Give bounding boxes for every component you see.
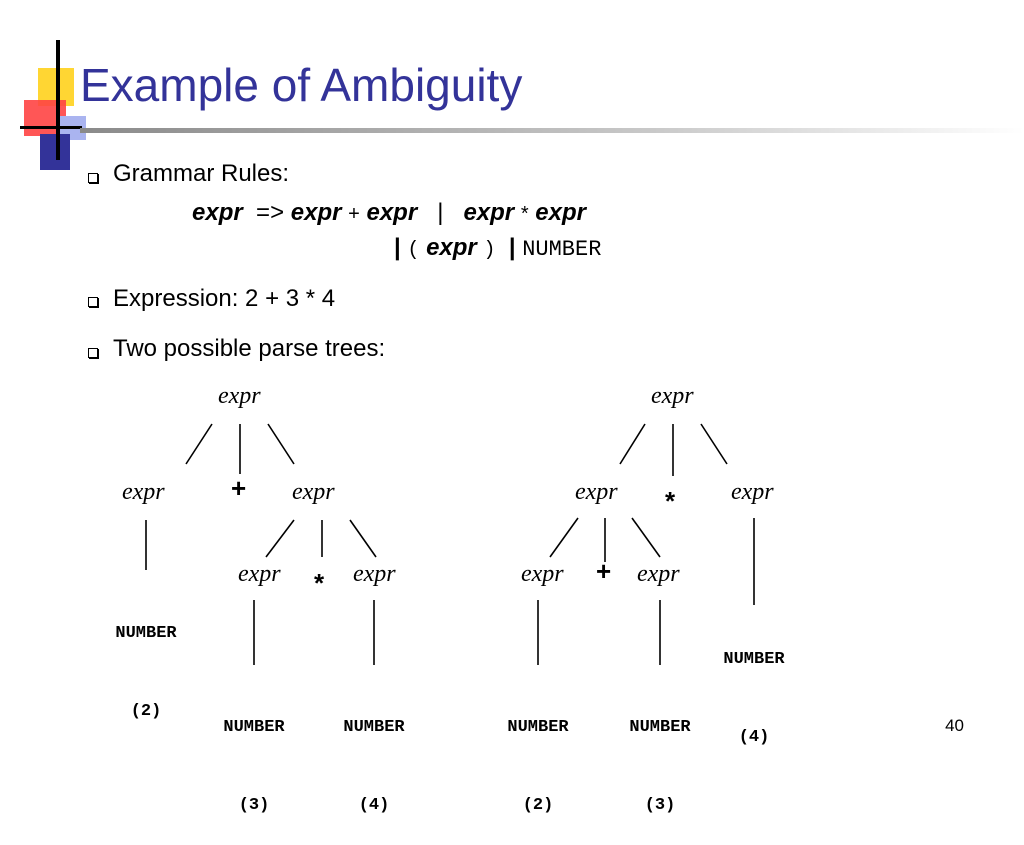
number-label: NUMBER (223, 718, 285, 737)
tree-left-number-3: NUMBER (3) (212, 663, 296, 845)
tree-edge (549, 517, 579, 558)
grammar-line-2: | ( expr ) | NUMBER (394, 236, 601, 261)
tree-edge (631, 517, 661, 558)
grammar-bar: | (394, 234, 401, 261)
tree-left-plus: + (231, 473, 247, 503)
parse-tree-edges (145, 423, 755, 665)
number-value: (3) (644, 796, 676, 815)
grammar-token: expr (192, 199, 243, 226)
tree-left-times: * (314, 568, 325, 598)
logo-blue-square (40, 134, 70, 170)
page-title: Example of Ambiguity (80, 59, 523, 111)
number-label: NUMBER (507, 718, 569, 737)
number-label: NUMBER (115, 624, 177, 643)
tree-edge (265, 519, 295, 558)
grammar-bar: | (437, 199, 444, 226)
tree-left-expr-right: expr (292, 479, 335, 505)
tree-right-number-3: NUMBER (3) (618, 663, 702, 845)
grammar-lparen: ( (407, 239, 420, 262)
tree-right-number-4: NUMBER (4) (712, 595, 796, 777)
tree-right-expr-right: expr (731, 479, 774, 505)
bullet-expression: Expression: 2 + 3 * 4 (113, 285, 336, 312)
tree-left-root: expr (218, 383, 261, 409)
grammar-token: expr (366, 199, 418, 226)
bullet-icon (88, 297, 98, 307)
number-label: NUMBER (343, 718, 405, 737)
grammar-arrow: => (256, 199, 285, 226)
grammar-line-1: expr => expr + expr | expr * expr (192, 201, 586, 225)
tree-left-number-2: NUMBER (2) (104, 569, 188, 751)
slide-number: 40 (945, 716, 964, 735)
logo-vertical-line (56, 40, 60, 160)
grammar-plus: + (348, 203, 360, 225)
grammar-token: expr (463, 199, 515, 226)
tree-left-number-4: NUMBER (4) (332, 663, 416, 845)
number-value: (2) (130, 702, 162, 721)
title-underline (80, 128, 1024, 133)
grammar-times: * (520, 203, 529, 225)
bullet-parse-trees: Two possible parse trees: (113, 335, 386, 362)
grammar-token: expr (535, 199, 586, 226)
grammar-rparen: ) (483, 239, 496, 262)
tree-edge (185, 423, 213, 465)
tree-edge (267, 423, 295, 465)
grammar-token: expr (426, 234, 477, 261)
grammar-number: NUMBER (522, 237, 602, 262)
tree-edge (700, 423, 728, 465)
tree-right-times: * (665, 486, 676, 516)
tree-right-root: expr (651, 383, 694, 409)
bullet-icon (88, 173, 98, 183)
tree-right-expr-left: expr (575, 479, 618, 505)
number-label: NUMBER (723, 650, 785, 669)
tree-right-inner-right: expr (637, 561, 680, 587)
tree-edge (349, 519, 377, 558)
number-value: (3) (238, 796, 270, 815)
number-value: (2) (522, 796, 554, 815)
tree-right-inner-left: expr (521, 561, 564, 587)
tree-right-plus: + (596, 556, 612, 586)
number-label: NUMBER (629, 718, 691, 737)
tree-right-number-2: NUMBER (2) (496, 663, 580, 845)
tree-left-expr-left: expr (122, 479, 165, 505)
number-value: (4) (738, 728, 770, 747)
grammar-token: expr (290, 199, 342, 226)
logo-horizontal-line (20, 126, 82, 129)
tree-left-inner-left: expr (238, 561, 281, 587)
bullet-grammar-rules: Grammar Rules: (113, 160, 290, 187)
tree-left-inner-right: expr (353, 561, 396, 587)
bullet-icon (88, 348, 98, 358)
tree-edge (619, 423, 646, 465)
number-value: (4) (358, 796, 390, 815)
grammar-bar: | (508, 234, 516, 261)
